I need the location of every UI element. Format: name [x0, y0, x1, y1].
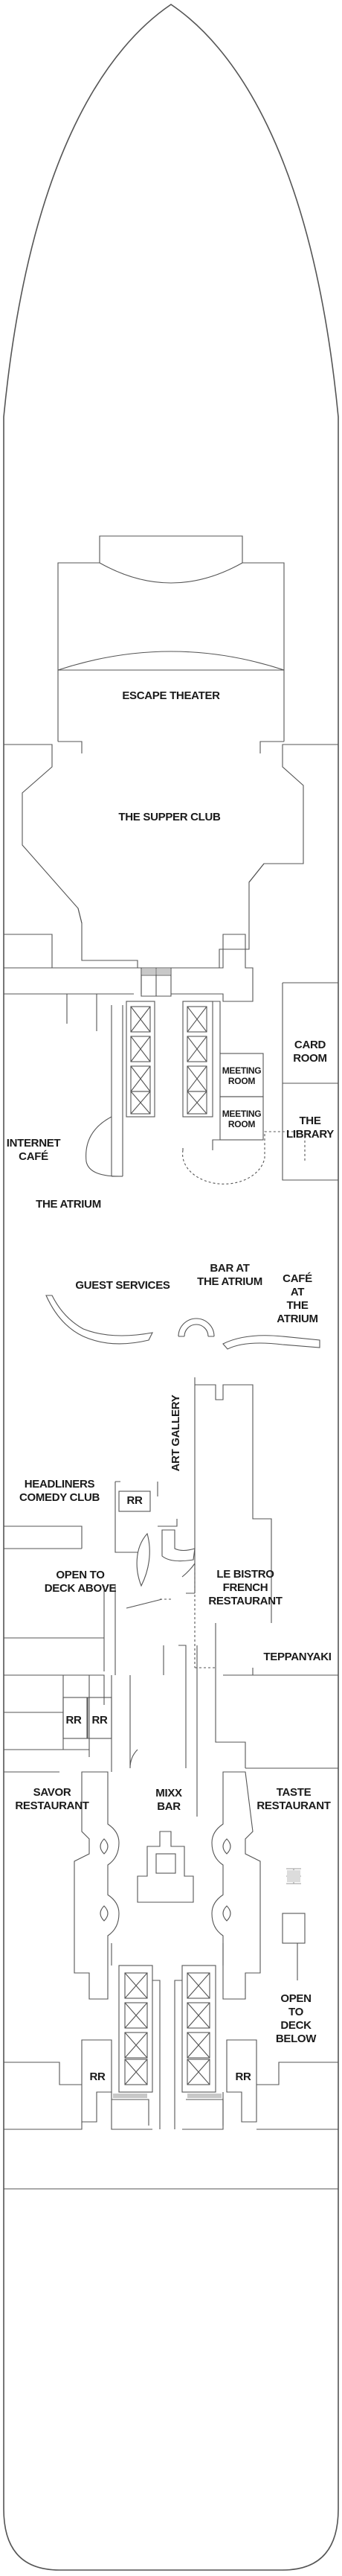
elevator-bank-aft — [118, 1965, 216, 2093]
escape-theater-label: ESCAPE THEATER — [122, 689, 220, 702]
open-to-deck-below-label: OPEN TO DECK BELOW — [275, 1992, 317, 2045]
stair-marks — [113, 969, 300, 2098]
supper-club-label: THE SUPPER CLUB — [118, 811, 221, 823]
rr-label-4: RR — [89, 2070, 106, 2083]
le-bistro-label: LE BISTRO FRENCH RESTAURANT — [208, 1568, 283, 1607]
internet-cafe-label: INTERNET CAFÉ — [6, 1137, 61, 1163]
meeting-room-1-label: MEETING ROOM — [222, 1065, 262, 1086]
rr-label-1: RR — [126, 1494, 143, 1507]
bar-at-atrium-label: BAR AT THE ATRIUM — [197, 1262, 262, 1288]
card-room-label: CARD ROOM — [293, 1039, 327, 1065]
escape-theater-outline — [57, 535, 285, 671]
elevator-bank-fore — [126, 1001, 213, 1118]
cafe-at-atrium-label: CAFÉ AT THE ATRIUM — [277, 1272, 318, 1325]
taste-label: TASTE RESTAURANT — [256, 1786, 331, 1812]
rr-label-2: RR — [65, 1714, 82, 1727]
the-atrium-label: THE ATRIUM — [36, 1198, 101, 1211]
supper-club-outline — [4, 744, 338, 969]
savor-label: SAVOR RESTAURANT — [15, 1786, 89, 1812]
the-library-label: THE LIBRARY — [285, 1115, 335, 1141]
rr-label-3: RR — [91, 1714, 108, 1727]
hull-outline — [3, 4, 339, 2571]
meeting-room-2-label: MEETING ROOM — [222, 1109, 262, 1129]
headliners-label: HEADLINERS COMEDY CLUB — [19, 1478, 100, 1504]
art-gallery-label: ART GALLERY — [170, 1394, 182, 1472]
teppanyaki-label: TEPPANYAKI — [263, 1651, 332, 1663]
open-to-deck-above-label: OPEN TO DECK ABOVE — [44, 1569, 117, 1595]
mixx-bar-label: MIXX BAR — [155, 1787, 182, 1813]
rr-label-5: RR — [235, 2070, 251, 2083]
guest-services-label: GUEST SERVICES — [75, 1279, 170, 1292]
